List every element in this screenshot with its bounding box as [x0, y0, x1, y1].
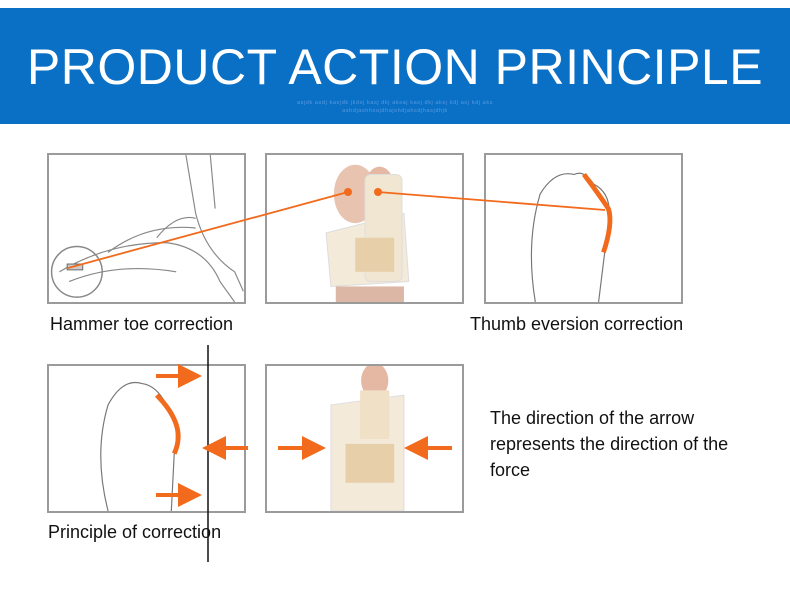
- toe-splint-photo: [330, 366, 405, 511]
- foot-outline-illustration: [100, 381, 181, 511]
- panel-splint-photo-top: [265, 153, 464, 304]
- panel-thumb-eversion: [484, 153, 683, 304]
- caption-thumb-eversion: Thumb eversion correction: [470, 314, 684, 334]
- caption-hammer-toe: Hammer toe correction: [50, 314, 234, 334]
- panel-principle-foot: [47, 364, 246, 513]
- page-title: PRODUCT ACTION PRINCIPLE: [26, 39, 764, 95]
- foot-skeleton-illustration: [50, 155, 244, 302]
- watermark-text: ashdjashhsajdhajshdjahsdjhasjdhjk: [342, 108, 448, 114]
- panel-splint-photo-bottom: [265, 364, 464, 513]
- toe-splint-photo: [325, 164, 410, 302]
- watermark-text: asjdk asdj kasjdk jkdsj kasj dkj aksaj k…: [296, 100, 494, 106]
- caption-principle: Principle of correction: [48, 522, 222, 542]
- foot-outline-illustration: [530, 172, 613, 302]
- panel-foot-skeleton: [47, 153, 246, 304]
- header-banner: PRODUCT ACTION PRINCIPLE asjdk asdj kasj…: [0, 8, 790, 124]
- arrow-explanation-text: The direction of the arrow represents th…: [490, 408, 729, 480]
